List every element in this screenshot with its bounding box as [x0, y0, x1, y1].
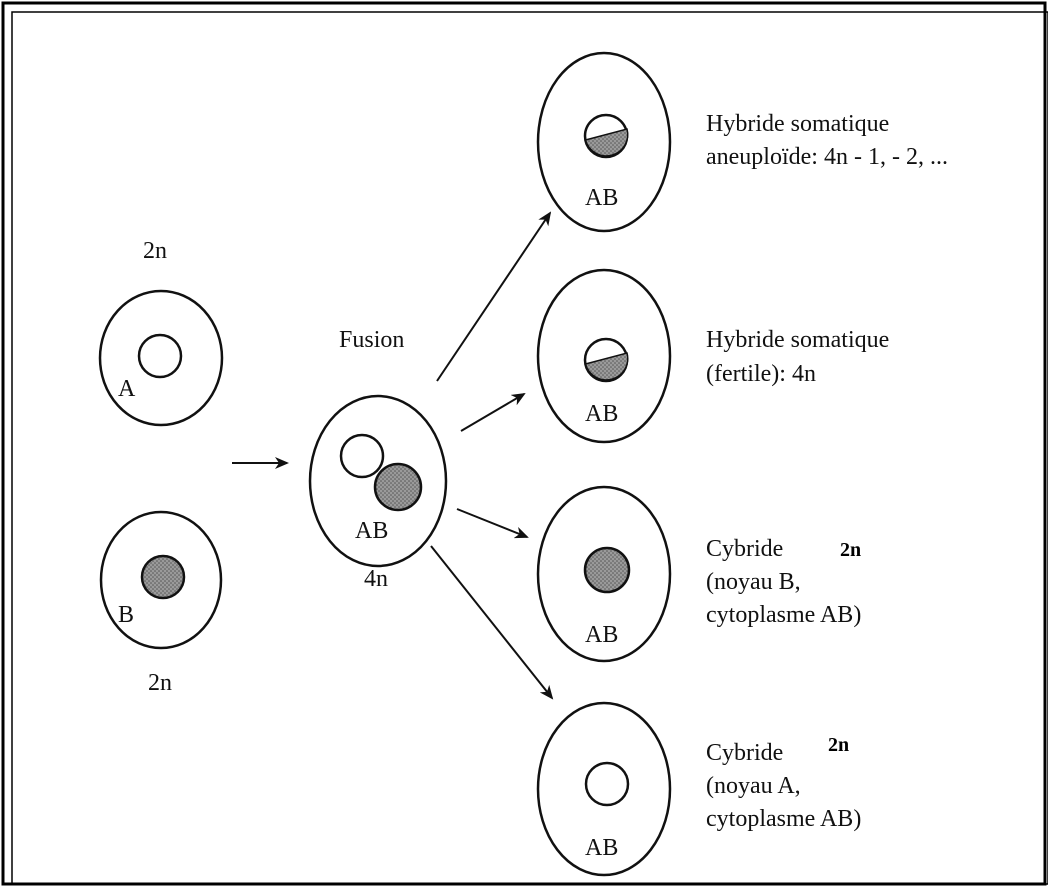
outcome-1-line1: Hybride somatique [706, 111, 889, 137]
parent-b-ploidy: 2n [148, 670, 172, 696]
fusion-title: Fusion [339, 327, 404, 353]
outcome-cell-1: AB Hybride somatique aneuploïde: 4n - 1,… [536, 51, 948, 233]
parent-a-ploidy: 2n [143, 238, 167, 264]
inner-frame [11, 11, 1048, 885]
arrow-to-outcome-3 [456, 508, 529, 539]
outcome-4-ploidy: 2n [828, 734, 849, 756]
nucleus-a [339, 433, 385, 479]
outcome-2-line1: Hybride somatique [706, 327, 889, 353]
parent-a-label: A [118, 376, 136, 402]
outcome-cell-4: AB Cybride 2n (noyau A, cytoplasme AB) [536, 701, 861, 877]
outcome-4-line2: (noyau A, [706, 773, 801, 799]
nucleus-shading [584, 128, 629, 157]
outcome-4-cell-label: AB [585, 835, 618, 861]
cell-membrane [536, 485, 672, 663]
parent-b-label: B [118, 602, 134, 628]
nucleus-b [373, 462, 423, 512]
cell-membrane [99, 510, 223, 650]
cell-membrane [536, 268, 672, 444]
nucleus-b [583, 546, 631, 594]
fusion-cell: Fusion AB 4n [308, 327, 448, 592]
parent-cell-b: B 2n [99, 510, 223, 696]
arrow-to-outcome-4 [430, 545, 554, 700]
nucleus-a [137, 333, 183, 379]
arrow-to-outcome-2 [460, 392, 526, 432]
outcome-4-line3: cytoplasme AB) [706, 806, 861, 832]
outcome-3-ploidy: 2n [840, 539, 861, 561]
outcome-3-line2: (noyau B, [706, 569, 801, 595]
outcome-2-cell-label: AB [585, 401, 618, 427]
outcome-4-line1: Cybride [706, 740, 783, 766]
outcome-3-line3: cytoplasme AB) [706, 602, 861, 628]
cell-membrane [98, 289, 224, 427]
outcome-1-cell-label: AB [585, 185, 618, 211]
outcome-cell-2: AB Hybride somatique (fertile): 4n [536, 268, 889, 444]
nucleus-shading [584, 352, 629, 381]
cell-membrane [536, 701, 672, 877]
outcome-cell-3: AB Cybride 2n (noyau B, cytoplasme AB) [536, 485, 861, 663]
outcome-2-line2: (fertile): 4n [706, 361, 816, 387]
arrow-to-outcome-1 [436, 211, 552, 382]
nucleus-b [140, 554, 186, 600]
nucleus-a [584, 761, 630, 807]
cell-membrane [536, 51, 672, 233]
outcome-1-line2: aneuploïde: 4n - 1, - 2, ... [706, 144, 948, 170]
outcome-3-cell-label: AB [585, 622, 618, 648]
fusion-ploidy: 4n [364, 566, 388, 592]
cell-membrane [308, 394, 448, 568]
parent-cell-a: 2n A [98, 238, 224, 427]
fusion-label: AB [355, 518, 388, 544]
outcome-3-line1: Cybride [706, 536, 783, 562]
